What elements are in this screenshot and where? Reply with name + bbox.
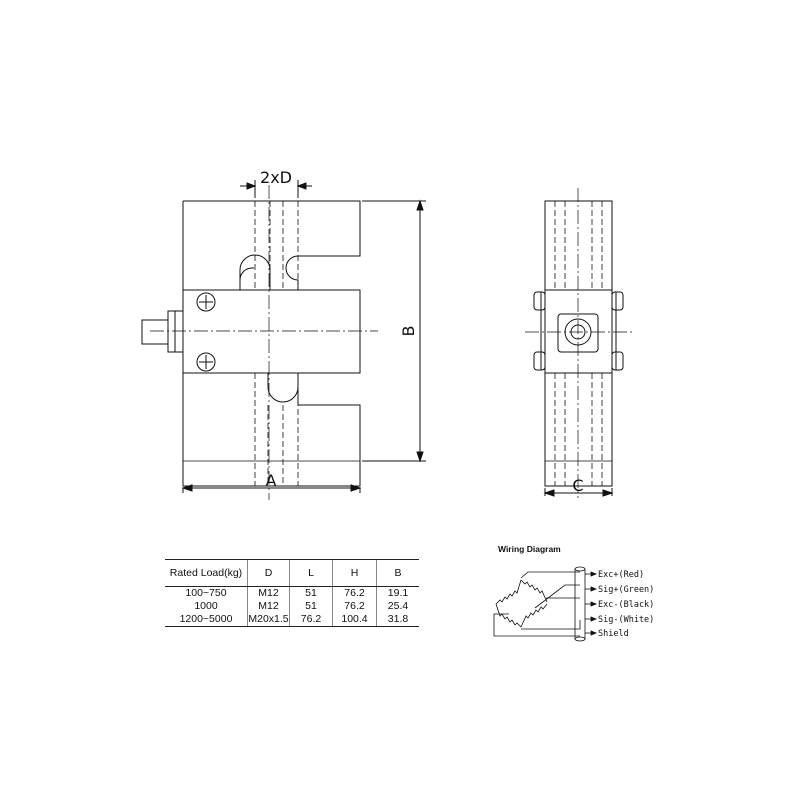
table-cell: 100.4: [332, 613, 377, 627]
header-b: B: [376, 559, 419, 587]
dimension-c: [543, 488, 614, 497]
table-cell: M12: [247, 600, 290, 613]
table-row: 1200~5000 M20x1.5 76.2 100.4 31.8: [165, 613, 419, 627]
spec-table: Rated Load(kg) D L H B 100~750 M12 51 76…: [165, 559, 419, 627]
table-cell: 25.4: [376, 600, 419, 613]
table-cell: 100~750: [185, 587, 227, 599]
wire-label-sig-plus: Sig+(Green): [598, 585, 654, 595]
wiring-bridge: [493, 566, 598, 642]
table-header-row: Rated Load(kg) D L H B: [165, 559, 419, 587]
front-view: [141, 200, 361, 487]
dimension-a: [181, 484, 362, 493]
wire-label-sig-minus: Sig-(White): [598, 615, 654, 625]
table-cell: 19.1: [376, 586, 419, 600]
table-row: 100~750 M12 51 76.2 19.1: [165, 586, 419, 600]
wiring-diagram-title: Wiring Diagram: [498, 544, 561, 554]
front-center-lines: [150, 185, 378, 500]
table-cell: 31.8: [376, 613, 419, 627]
table-cell: 1000: [194, 600, 218, 612]
height-label: B: [399, 326, 418, 337]
side-view: [533, 200, 624, 487]
dimension-b: [362, 199, 426, 463]
wire-label-exc-minus: Exc-(Black): [598, 600, 654, 610]
table-cell: M12: [247, 586, 290, 600]
table-cell: 1200~5000: [165, 613, 248, 627]
hole-diameter-label: 2xD: [260, 168, 292, 187]
header-l: L: [289, 559, 333, 587]
header-h: H: [332, 559, 377, 587]
front-hidden-lines: [254, 192, 299, 486]
table-cell: 76.2: [289, 613, 333, 627]
header-d: D: [247, 559, 290, 587]
dimension-2xd: [240, 180, 312, 198]
table-cell: 51: [289, 600, 333, 613]
width-label: A: [266, 471, 277, 490]
wire-label-exc-plus: Exc+(Red): [598, 570, 644, 580]
wire-label-shield: Shield: [598, 629, 629, 639]
table-cell: M20x1.5: [247, 613, 290, 627]
header-rated-load: Rated Load(kg): [165, 559, 248, 587]
thickness-label: C: [572, 476, 583, 495]
table-cell: 76.2: [332, 586, 377, 600]
side-hidden-lines: [554, 201, 603, 486]
table-row: 1000 M12 51 76.2 25.4: [165, 600, 419, 613]
table-cell: 51: [289, 586, 333, 600]
table-cell: 76.2: [332, 600, 377, 613]
side-center-lines: [525, 188, 632, 498]
